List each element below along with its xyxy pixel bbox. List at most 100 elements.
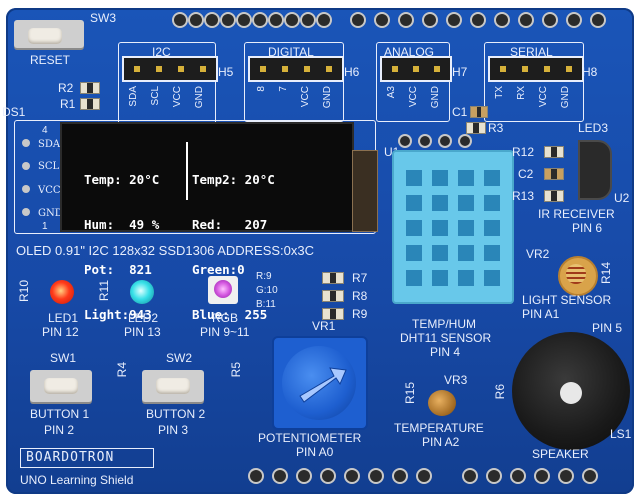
pot-label: POTENTIOMETER — [258, 431, 362, 445]
serial-pin-tx: TX — [494, 86, 505, 99]
oled-line-temp: Temp: 20°C — [84, 172, 160, 187]
r12-resistor — [544, 146, 564, 158]
oled-pin-gnd: GND — [38, 208, 63, 219]
rgb-b-label: B:11 — [256, 299, 276, 310]
ir-label: IR RECEIVER — [538, 207, 615, 221]
top-pin-row — [174, 14, 330, 26]
bottom-pin-row — [250, 470, 430, 482]
oled-left-column: Temp: 20°C Hum: 49 % Pot: 821 Light:943 — [84, 142, 159, 337]
r9-label: R9 — [352, 307, 368, 321]
button-2-label: BUTTON 2 — [146, 407, 206, 421]
reset-sw-label: SW3 — [90, 11, 117, 25]
led2-label: LED2 — [128, 311, 159, 325]
reset-button[interactable] — [14, 20, 84, 48]
reset-label: RESET — [30, 53, 71, 67]
r13-resistor — [544, 190, 564, 202]
r9-resistor — [322, 308, 344, 320]
r2-label: R2 — [58, 81, 74, 95]
serial-header-box — [484, 42, 584, 122]
serial-id: H8 — [582, 65, 598, 79]
digital-id: H6 — [344, 65, 360, 79]
r14-label: R14 — [599, 262, 613, 285]
oled-line-pot: Pot: 821 — [84, 262, 152, 277]
r3-label: R3 — [488, 121, 504, 135]
i2c-pin-sda: SDA — [128, 86, 139, 107]
button-2-pin: PIN 3 — [158, 423, 189, 437]
i2c-pin-gnd: GND — [194, 86, 205, 109]
analog-header-box — [376, 42, 450, 122]
oled-flex-cable — [352, 150, 378, 232]
oled-line-light: Light:943 — [84, 307, 152, 322]
c1-label: C1 — [452, 105, 468, 119]
digital-pin-8: 8 — [256, 86, 267, 92]
dht-pins — [400, 136, 480, 150]
oled-caption: OLED 0.91" I2C 128x32 SSD1306 ADDRESS:0x… — [16, 243, 314, 258]
button-1-label: BUTTON 1 — [30, 407, 90, 421]
r7-resistor — [322, 272, 344, 284]
oled-pin-4: 4 — [42, 125, 48, 136]
r8-resistor — [322, 290, 344, 302]
analog-pin-a3: A3 — [386, 86, 397, 99]
oled-display-divider — [186, 142, 188, 200]
oled-pin-vcc: VCC — [38, 185, 61, 196]
i2c-pin-scl: SCL — [150, 86, 161, 106]
r1-label: R1 — [60, 97, 76, 111]
temp-label: TEMPERATURE — [394, 421, 484, 435]
digital-header-box — [244, 42, 344, 122]
ir-pin-label: PIN 6 — [572, 221, 603, 235]
oled-pin-dot-3 — [22, 185, 30, 193]
oled-pin-dot-2 — [22, 162, 30, 170]
r2-resistor — [80, 82, 100, 94]
dht-label: TEMP/HUM — [412, 317, 476, 331]
temperature-sensor — [428, 390, 456, 416]
r15-label: R15 — [403, 382, 417, 405]
analog-pin-gnd: GND — [430, 86, 441, 109]
temp-vr-label: VR3 — [444, 373, 468, 387]
i2c-header[interactable] — [124, 58, 216, 80]
rgb-led-core — [214, 280, 232, 298]
analog-pin-vcc: VCC — [408, 86, 419, 108]
r12-label: R12 — [512, 145, 535, 159]
button-2[interactable] — [142, 370, 204, 402]
serial-pin-vcc: VCC — [538, 86, 549, 108]
c2-label: C2 — [518, 167, 534, 181]
potentiometer[interactable] — [272, 336, 368, 430]
r7-label: R7 — [352, 271, 368, 285]
ldr-label: LIGHT SENSOR — [522, 293, 612, 307]
led3-label: LED3 — [578, 121, 609, 135]
oled-line-red: Red: 207 — [192, 217, 268, 232]
c2-capacitor — [544, 168, 564, 180]
r11-label: R11 — [97, 280, 111, 302]
rgb-r-label: R:9 — [256, 271, 272, 282]
speaker-label: SPEAKER — [532, 447, 589, 461]
dht11-sensor — [392, 150, 514, 304]
dht-sensor-label: DHT11 SENSOR — [400, 331, 492, 345]
oled-pin-dot-1 — [22, 139, 30, 147]
potentiometer-knob[interactable] — [282, 346, 356, 420]
analog-id: H7 — [452, 65, 468, 79]
digital-header[interactable] — [250, 58, 342, 80]
pot-pin: PIN A0 — [296, 445, 334, 459]
serial-pin-rx: RX — [516, 86, 527, 100]
i2c-id: H5 — [218, 65, 234, 79]
led1-label: LED1 — [48, 311, 79, 325]
button-1[interactable] — [30, 370, 92, 402]
r8-label: R8 — [352, 289, 368, 303]
oled-line-temp2: Temp2: 20°C — [192, 172, 275, 187]
ir-receiver — [578, 140, 612, 200]
rgb-pin: PIN 9~11 — [200, 325, 250, 339]
ir-u-label: U2 — [614, 191, 630, 205]
analog-header[interactable] — [382, 58, 450, 80]
pot-vr-label: VR1 — [312, 319, 336, 333]
digital-pin-gnd: GND — [322, 86, 333, 109]
r3-resistor — [466, 122, 486, 134]
brand-box — [20, 448, 154, 468]
digital-title: DIGITAL — [268, 45, 314, 59]
i2c-pin-vcc: VCC — [172, 86, 183, 108]
ldr-pin-label: PIN A1 — [522, 307, 560, 321]
led1 — [50, 280, 74, 304]
oled-pin-scl: SCL — [38, 161, 60, 172]
oled-line-blue: Blue: 255 — [192, 307, 268, 322]
digital-pin-vcc: VCC — [300, 86, 311, 108]
serial-header[interactable] — [490, 58, 582, 80]
